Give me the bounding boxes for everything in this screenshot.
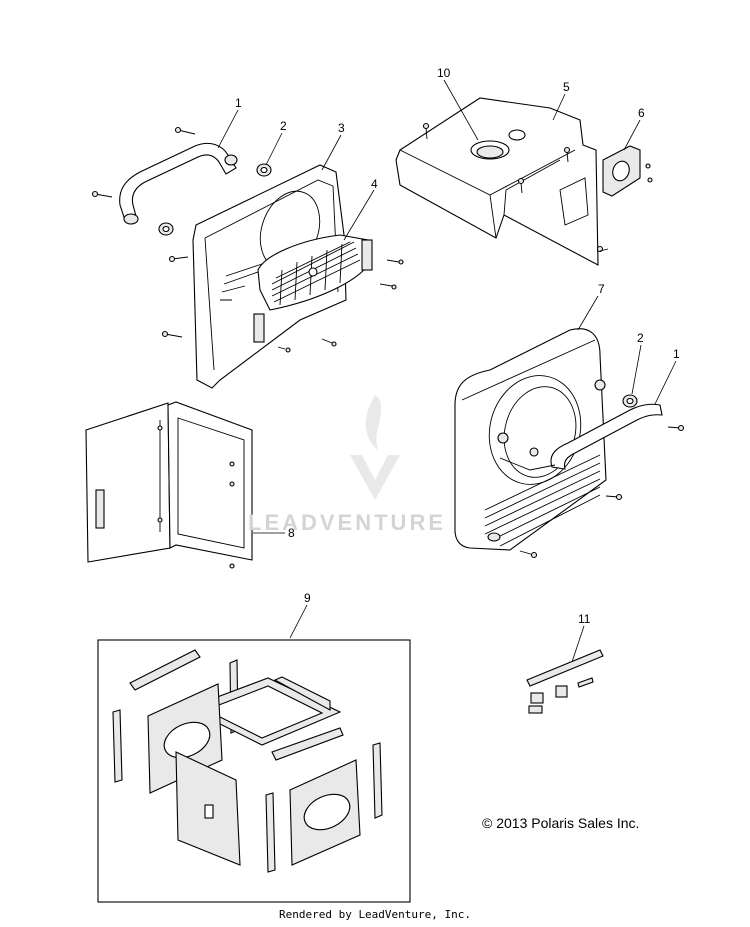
callout-1b: 1 xyxy=(673,347,680,361)
screws-grille xyxy=(277,259,404,353)
outlet-plate xyxy=(602,145,653,197)
callout-2: 2 xyxy=(280,119,287,133)
decal-set xyxy=(526,649,604,714)
callouts: 1 2 3 4 5 6 7 1 2 8 9 10 11 xyxy=(235,66,680,626)
callout-5: 5 xyxy=(563,80,570,94)
screws-right xyxy=(519,424,685,559)
screws-upper-left xyxy=(91,126,196,338)
callout-3: 3 xyxy=(338,121,345,135)
footer-credit: Rendered by LeadVenture, Inc. xyxy=(278,908,472,921)
top-cover xyxy=(395,97,599,266)
grommet-right xyxy=(622,394,638,408)
rear-panel xyxy=(454,328,607,551)
callout-6: 6 xyxy=(638,106,645,120)
gasket-kit xyxy=(97,639,411,903)
watermark-text: LEADVENTURE xyxy=(248,510,447,535)
callout-8: 8 xyxy=(288,526,295,540)
side-door xyxy=(85,401,253,569)
copyright-notice: © 2013 Polaris Sales Inc. xyxy=(482,815,640,831)
handle-right xyxy=(499,403,663,471)
grille-panel xyxy=(253,234,373,343)
handle-upper-left xyxy=(119,142,238,225)
callout-1: 1 xyxy=(235,96,242,110)
leader-lines xyxy=(217,79,677,663)
callout-4: 4 xyxy=(371,177,378,191)
callout-11: 11 xyxy=(578,612,591,626)
callout-2b: 2 xyxy=(637,331,644,345)
grommets-upper-left xyxy=(158,163,272,236)
callout-7: 7 xyxy=(598,282,605,296)
callout-9: 9 xyxy=(304,591,311,605)
screws-top-cover xyxy=(422,122,609,253)
callout-10: 10 xyxy=(437,66,451,80)
watermark-logo xyxy=(350,395,400,500)
